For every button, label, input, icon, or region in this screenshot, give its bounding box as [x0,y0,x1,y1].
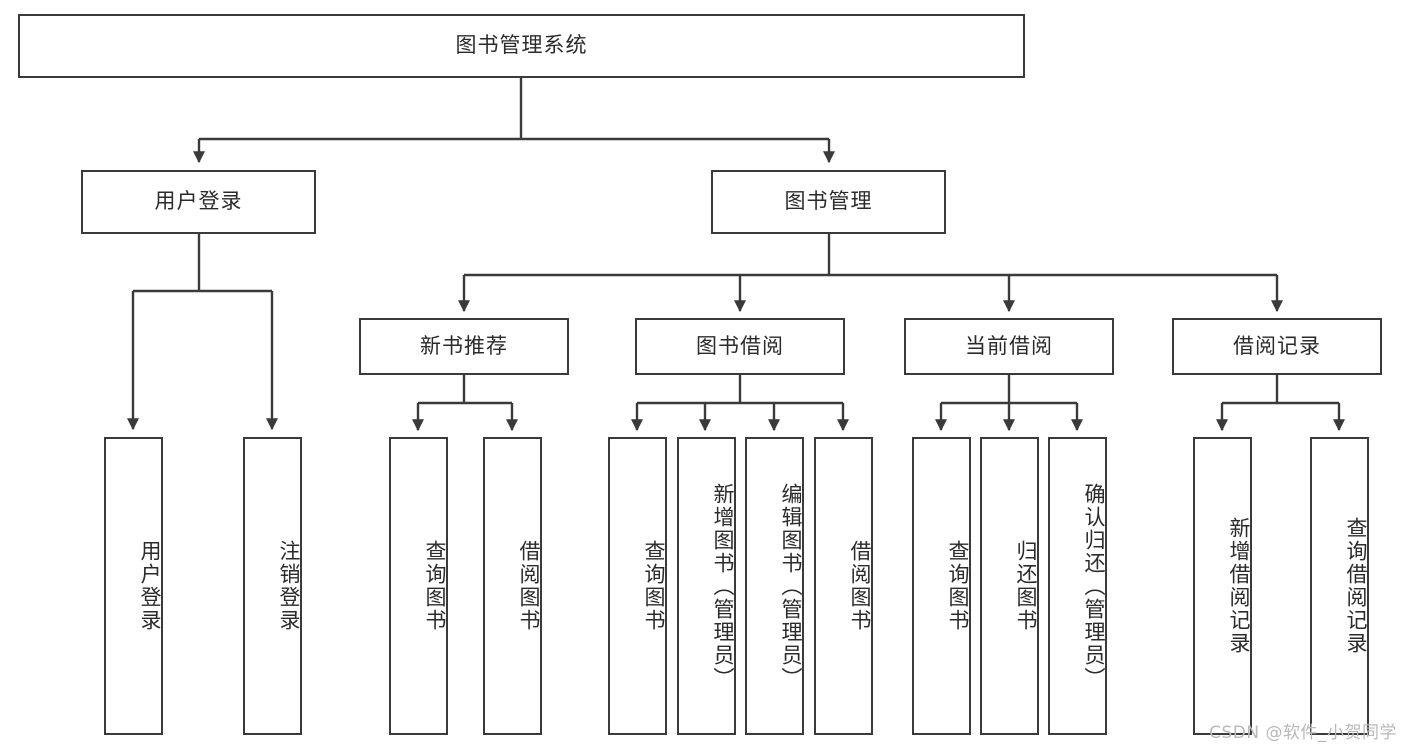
node-label: 图书管理系统 [455,33,588,58]
node-label: 确认归还（管理员） [1082,482,1106,690]
leaf-book-borrow-add[interactable]: 新增图书（管理员） [677,437,736,735]
leaf-new-book-borrow[interactable]: 借阅图书 [483,437,542,735]
leaf-book-borrow-query[interactable]: 查询图书 [608,437,667,735]
node-label: 编辑图书（管理员） [779,482,803,690]
node-label: 图书借阅 [696,333,784,358]
node-book-management[interactable]: 图书管理 [711,170,946,234]
node-label: 图书管理 [784,189,873,214]
node-label: 用户登录 [154,189,243,214]
node-user-login[interactable]: 用户登录 [81,170,316,234]
node-label: 新书推荐 [420,333,508,358]
leaf-current-borrow-confirm-return[interactable]: 确认归还（管理员） [1048,437,1107,735]
node-label: 借阅图书 [517,540,541,632]
leaf-book-borrow-edit[interactable]: 编辑图书（管理员） [745,437,804,735]
node-label: 借阅记录 [1233,333,1321,358]
node-label: 用户登录 [138,540,162,632]
node-label: 新增借阅记录 [1227,517,1251,655]
leaf-borrow-record-add[interactable]: 新增借阅记录 [1193,437,1252,735]
node-new-book-recommend[interactable]: 新书推荐 [359,318,569,375]
leaf-new-book-query[interactable]: 查询图书 [389,437,448,735]
node-label: 归还图书 [1014,540,1038,632]
node-current-borrow[interactable]: 当前借阅 [904,318,1114,375]
node-label: 查询图书 [946,540,970,632]
node-label: 注销登录 [277,540,301,632]
leaf-book-borrow-borrow[interactable]: 借阅图书 [814,437,873,735]
node-label: 查询图书 [423,540,447,632]
leaf-current-borrow-query[interactable]: 查询图书 [912,437,971,735]
watermark-text: CSDN @软件_小贺同学 [1209,723,1397,743]
leaf-current-borrow-return[interactable]: 归还图书 [980,437,1039,735]
node-label: 查询借阅记录 [1344,517,1368,655]
node-root-system[interactable]: 图书管理系统 [18,14,1025,78]
node-label: 新增图书（管理员） [711,482,735,690]
node-label: 查询图书 [642,540,666,632]
leaf-user-login-login[interactable]: 用户登录 [104,437,163,735]
node-label: 借阅图书 [848,540,872,632]
leaf-user-login-logout[interactable]: 注销登录 [243,437,302,735]
node-label: 当前借阅 [965,333,1053,358]
node-book-borrow[interactable]: 图书借阅 [635,318,845,375]
node-borrow-record[interactable]: 借阅记录 [1172,318,1382,375]
leaf-borrow-record-query[interactable]: 查询借阅记录 [1310,437,1369,735]
